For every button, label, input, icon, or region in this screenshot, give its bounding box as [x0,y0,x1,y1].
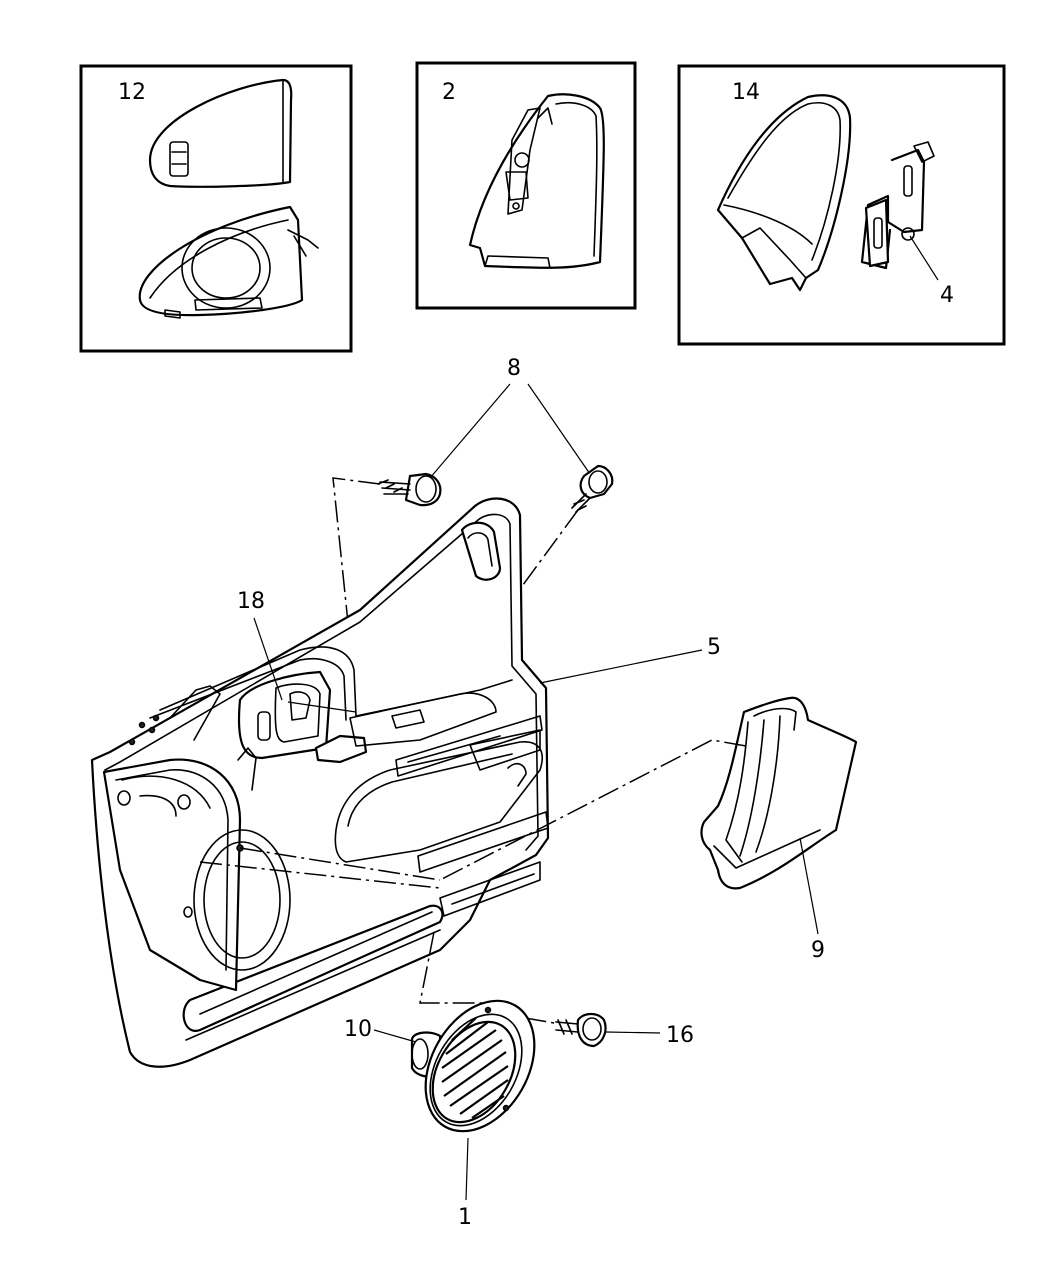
triangle-trim-14 [716,94,852,292]
trim-cover-9: 9 [439,696,858,963]
bezel-trim-lower [138,205,319,319]
callout-9: 9 [811,938,825,963]
front-speaker-housing [102,747,291,992]
inset-box-2: 2 [415,61,637,310]
bracket-4 [860,141,939,281]
screw-left-icon [377,472,442,507]
bezel-trim-upper [148,78,293,188]
door-trim-panel-5 [90,497,550,1068]
fastener-holes [128,714,244,852]
callout-14: 14 [732,80,760,105]
callout-group-18: 18 [237,589,357,713]
callout-4: 4 [940,283,954,308]
callout-18: 18 [237,589,265,614]
callout-2: 2 [442,80,456,105]
inset-box-14: 14 4 [677,64,1006,346]
screw-16-icon: 16 [555,1012,694,1048]
grille-slats [441,1017,509,1119]
callout-12: 12 [118,80,146,105]
callout-1: 1 [458,1205,472,1230]
callout-10: 10 [344,1017,372,1042]
callout-5: 5 [707,635,721,660]
screw-right-icon [571,464,614,513]
speaker-grille-assembly: 10 1 [344,931,561,1230]
handle-recess-18 [237,670,332,760]
callout-8: 8 [507,356,521,381]
callout-16: 16 [666,1023,694,1048]
inset-box-12: 12 [79,64,353,353]
callout-group-5: 5 [539,635,721,684]
trim-panel-2 [468,93,605,269]
